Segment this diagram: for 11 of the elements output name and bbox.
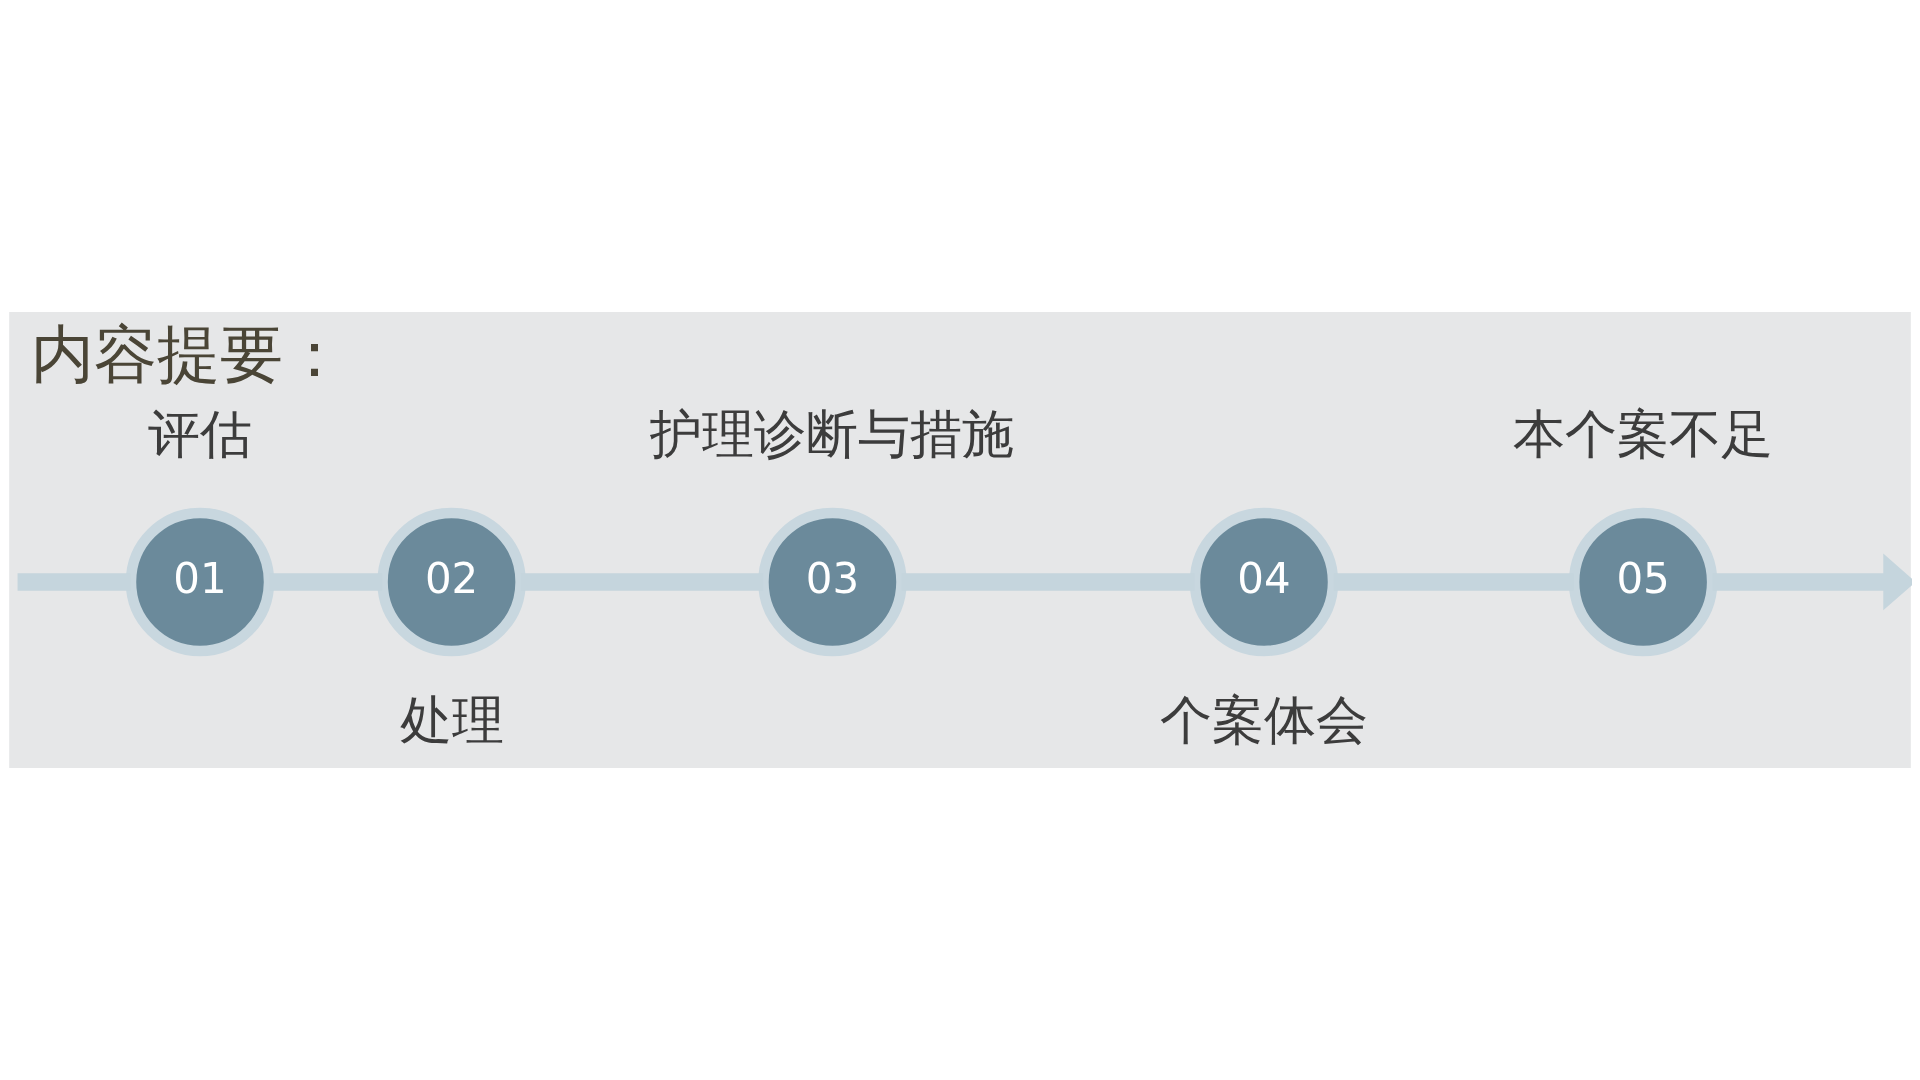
node-label: 护理诊断与措施 xyxy=(650,402,1015,464)
node-label: 个案体会 xyxy=(1160,689,1368,751)
node-circle: 01 xyxy=(125,507,275,657)
diagram-title: 内容提要： xyxy=(30,318,346,392)
node-label: 处理 xyxy=(399,689,504,751)
node-circle: 02 xyxy=(377,507,526,657)
node-label: 本个案不足 xyxy=(1513,402,1774,464)
node-circle: 04 xyxy=(1189,507,1339,657)
node-label: 评估 xyxy=(148,402,252,464)
node-circle: 03 xyxy=(758,507,907,657)
node-circle: 05 xyxy=(1568,507,1718,657)
